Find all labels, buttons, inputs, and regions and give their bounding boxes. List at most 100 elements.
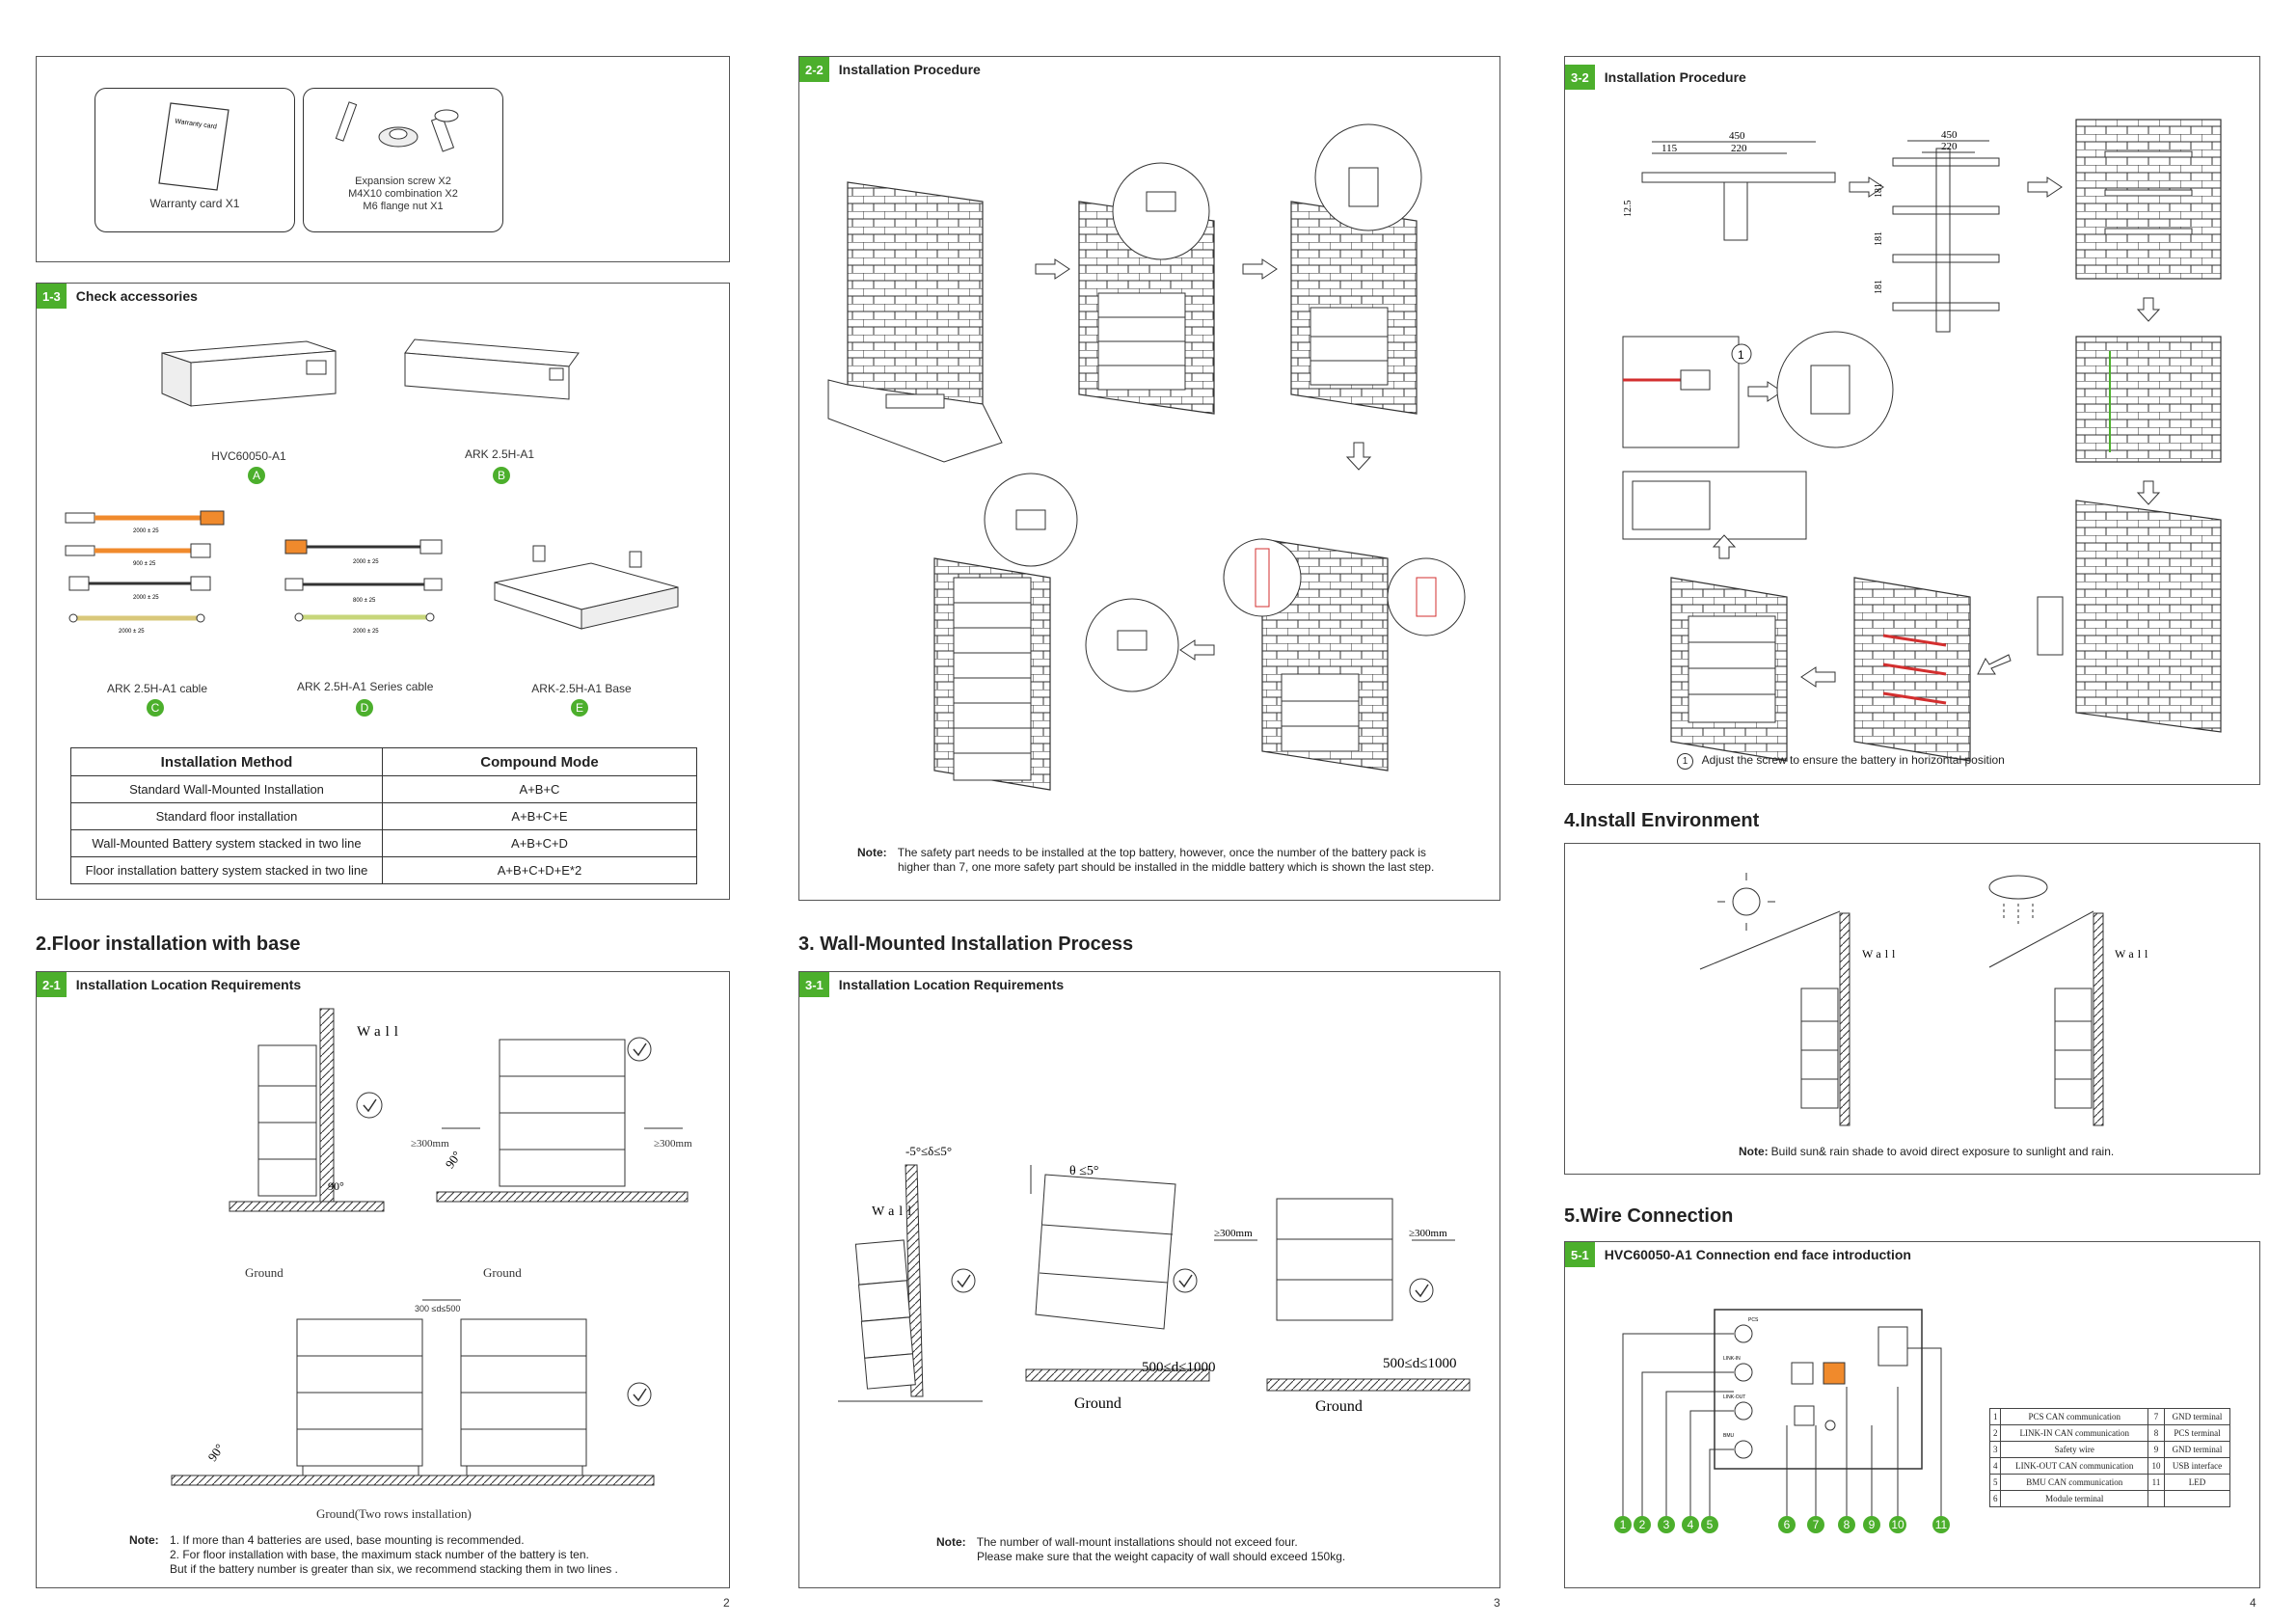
- floor-heading: 2.Floor installation with base: [36, 934, 301, 955]
- item-c-badge: C: [147, 699, 164, 717]
- section-title: Check accessories: [75, 288, 198, 304]
- section-badge: 2-2: [799, 57, 829, 82]
- floor-location-header: 2-1 Installation Location Requirements: [37, 972, 301, 997]
- dim-181-a: 181: [1874, 183, 1884, 198]
- item-a-name: HVC60050-A1: [211, 449, 286, 463]
- callout-7: 7: [1807, 1516, 1824, 1533]
- ground-two-rows-label: Ground(Two rows installation): [316, 1506, 472, 1521]
- environment-box: Wall Wall Note:Build sun& rain shade to …: [1564, 843, 2260, 1175]
- floor-wall-diagram: Wall 90°: [229, 1008, 403, 1212]
- item-d-name: ARK 2.5H-A1 Series cable: [297, 680, 434, 693]
- section-title: Installation Procedure: [838, 62, 981, 77]
- hvc-controller-drawing: [161, 340, 337, 407]
- section-badge: 3-2: [1565, 65, 1595, 90]
- callout-11: 11: [1932, 1516, 1950, 1533]
- panel-label-link-in: LINK-IN: [1723, 1356, 1741, 1362]
- callout-8: 8: [1838, 1516, 1855, 1533]
- screw-icon: [335, 101, 459, 152]
- callout-10: 10: [1889, 1516, 1906, 1533]
- cable-d-mark-2: 800 ± 25: [353, 598, 376, 604]
- angle-label-2: 90°: [443, 1149, 465, 1172]
- table-cell: Wall-Mounted Battery system stacked in t…: [70, 829, 383, 857]
- accessories-box-top: Warranty card Warranty card X1 Expansion…: [36, 56, 730, 262]
- hardware-panel: Expansion screw X2 M4X10 combination X2 …: [303, 88, 503, 232]
- item-e-name: ARK-2.5H-A1 Base: [531, 682, 632, 695]
- table-cell: GND terminal: [2163, 1441, 2231, 1458]
- table-row: Wall-Mounted Battery system stacked in t…: [70, 829, 697, 857]
- wall-note: Note: The number of wall-mount installat…: [936, 1535, 1345, 1564]
- cable-c-drawing: 2000 ± 25 900 ± 25 2000 ± 25 2000 ± 25: [65, 510, 225, 635]
- note-line-2: higher than 7, one more safety part shou…: [898, 860, 1435, 874]
- section-badge: 3-1: [799, 972, 829, 997]
- section-badge: 5-1: [1565, 1242, 1595, 1267]
- wall-label-1: Wall: [1862, 947, 1899, 961]
- item-b-badge: B: [493, 467, 510, 484]
- footnote-text: Adjust the screw to ensure the battery i…: [1701, 753, 2005, 767]
- dim-181-b: 181: [1874, 231, 1884, 246]
- base-drawing: [494, 545, 679, 630]
- table-cell: Safety wire: [2000, 1441, 2149, 1458]
- note-text: Build sun& rain shade to avoid direct ex…: [1770, 1145, 2115, 1158]
- callout-2: 2: [1634, 1516, 1651, 1533]
- environment-note: Note:Build sun& rain shade to avoid dire…: [1739, 1145, 2114, 1159]
- wall-label: Wall: [357, 1024, 403, 1040]
- table-header-method: Installation Method: [70, 747, 383, 776]
- callout-6: 6: [1778, 1516, 1796, 1533]
- table-row: Floor installation battery system stacke…: [70, 856, 697, 884]
- callout-5: 5: [1701, 1516, 1718, 1533]
- table-cell: LED: [2163, 1474, 2231, 1491]
- table-cell: 5: [1988, 1474, 2002, 1491]
- section-title: Installation Location Requirements: [838, 977, 1065, 992]
- table-cell: BMU CAN communication: [2000, 1474, 2149, 1491]
- table-cell: 7: [2147, 1408, 2165, 1425]
- warranty-card-panel: Warranty card Warranty card X1: [95, 88, 295, 232]
- cable-c-mark-3: 2000 ± 25: [133, 595, 159, 601]
- check-accessories-header: 1-3 Check accessories: [37, 284, 198, 309]
- table-cell: Module terminal: [2000, 1490, 2149, 1507]
- table-header-compound: Compound Mode: [382, 747, 697, 776]
- note-label: Note:: [1739, 1145, 1769, 1158]
- warranty-card-icon: Warranty card: [158, 102, 230, 191]
- ground-label-2: Ground: [483, 1265, 522, 1280]
- item-c-name: ARK 2.5H-A1 cable: [106, 682, 208, 695]
- section-title: Installation Location Requirements: [75, 977, 302, 992]
- procedure-footnote: 1 Adjust the screw to ensure the battery…: [1677, 753, 2005, 770]
- callout-4: 4: [1682, 1516, 1699, 1533]
- note-line-3: But if the battery number is greater tha…: [170, 1562, 618, 1576]
- table-cell: 10: [2147, 1457, 2165, 1475]
- gap-left-label: ≥300mm: [411, 1138, 449, 1150]
- cable-d-mark-3: 2000 ± 25: [353, 629, 379, 635]
- callout-1: 1: [1614, 1516, 1632, 1533]
- table-cell: [2163, 1490, 2231, 1507]
- procedure-header: 2-2 Installation Procedure: [799, 57, 981, 82]
- procedure-box-3-2: 3-2 Installation Procedure 450 115 220 1…: [1564, 56, 2260, 785]
- procedure-box-2-2: 2-2 Installation Procedure: [798, 56, 1500, 901]
- gap-right-label: ≥300mm: [1409, 1228, 1447, 1239]
- table-cell: 1: [1988, 1408, 2002, 1425]
- footnote-marker: 1: [1677, 753, 1693, 770]
- wall-location-box: 3-1 Installation Location Requirements -…: [798, 971, 1500, 1588]
- section-title: Installation Procedure: [1604, 69, 1746, 85]
- cable-c-mark-4: 2000 ± 25: [119, 629, 145, 635]
- dim-181-c: 181: [1874, 280, 1884, 294]
- ark-battery-drawing: [404, 338, 580, 400]
- panel-label-pcs: PCS: [1748, 1317, 1759, 1323]
- dim-450-b: 450: [1941, 129, 1958, 141]
- hardware-label: Expansion screw X2 M4X10 combination X2 …: [304, 176, 502, 213]
- table-cell: LINK-IN CAN communication: [2000, 1424, 2149, 1442]
- note-line-1: 1. If more than 4 batteries are used, ba…: [170, 1533, 525, 1547]
- panel-label-link-out: LINK-OUT: [1723, 1394, 1745, 1400]
- check-accessories-box: 1-3 Check accessories HVC60050-A1 A ARK …: [36, 283, 730, 900]
- dim-450: 450: [1729, 130, 1745, 142]
- callout-3: 3: [1658, 1516, 1675, 1533]
- wall-label: Wall: [872, 1204, 916, 1219]
- table-cell: 11: [2147, 1474, 2165, 1491]
- panel-label-bmu: BMU: [1723, 1433, 1735, 1439]
- dim-220: 220: [1731, 143, 1747, 154]
- two-rows-diagram: 90°: [171, 1299, 655, 1486]
